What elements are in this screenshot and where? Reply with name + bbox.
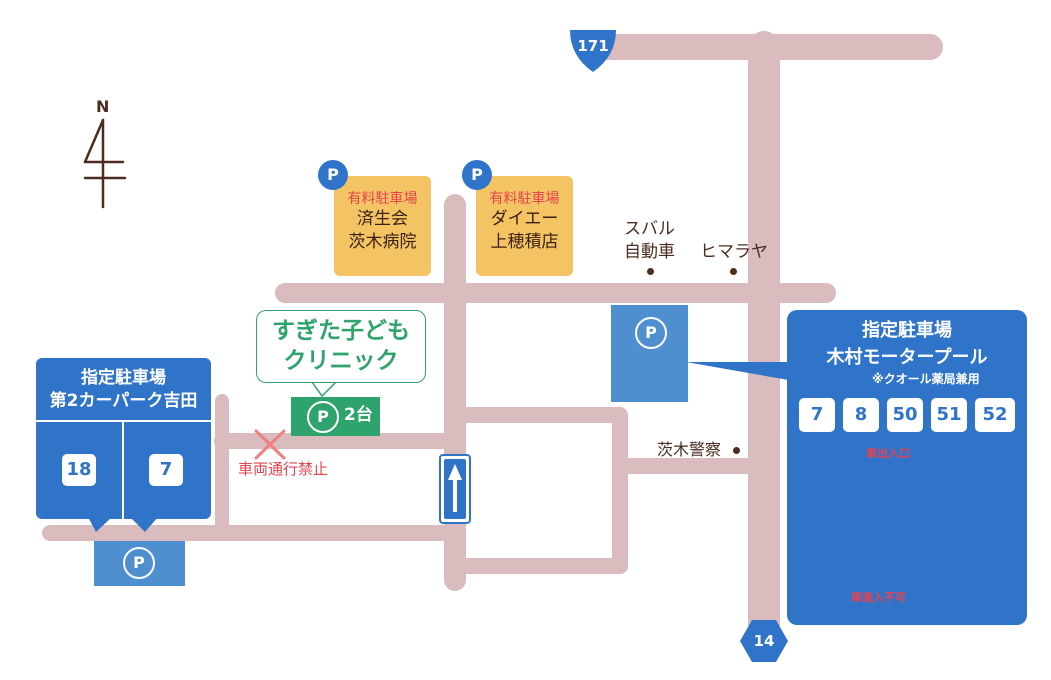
landmark-subaru-dot xyxy=(647,268,654,275)
yoshida-pointer-right xyxy=(130,517,158,532)
kimura-heading-line1: 指定駐車場 xyxy=(862,320,952,341)
parking-pin-saiseikai: P xyxy=(318,160,348,190)
kimura-entrance-label: 車出入口 xyxy=(866,447,910,460)
paid-lot-name-line1: ダイエー xyxy=(490,209,559,229)
kimura-no-entry-label: 車進入不可 xyxy=(851,591,906,604)
paid-parking-label: 有料駐車場 xyxy=(347,191,418,207)
yoshida-pointer-left xyxy=(88,517,112,532)
no-entry-cross xyxy=(254,429,286,460)
landmark-subaru-line1: スバル xyxy=(624,219,675,239)
yoshida-space-divider-mid xyxy=(122,420,124,519)
paid-parking-label: 有料駐車場 xyxy=(489,191,560,207)
yoshida-space-7: 7 xyxy=(149,454,183,486)
kimura-space-50: 50 xyxy=(887,398,923,432)
yoshida-heading-line1: 指定駐車場 xyxy=(81,368,166,388)
designated-lot-kimura: 指定駐車場 木村モータープール ※クオール薬局兼用 7 8 50 51 52 xyxy=(787,310,1027,625)
route-14-shield xyxy=(740,620,788,662)
kimura-space-51: 51 xyxy=(931,398,967,432)
roads xyxy=(42,31,943,656)
clinic-parking-count: 2台 xyxy=(344,405,373,425)
clinic-name-line1: すぎた子ども xyxy=(272,318,410,344)
paid-lot-name-line2: 上穂積店 xyxy=(490,232,559,252)
one-way-sign xyxy=(439,454,471,524)
paid-lot-daiei: 有料駐車場 ダイエー 上穂積店 xyxy=(476,176,573,276)
designated-lot-yoshida: 指定駐車場 第2カーパーク吉田 18 7 xyxy=(36,358,211,519)
yoshida-space-18: 18 xyxy=(62,454,96,486)
route-14-label: 14 xyxy=(753,632,775,650)
landmark-police-dot xyxy=(733,447,740,454)
parking-pin-daiei: P xyxy=(462,160,492,190)
north-label: N xyxy=(96,97,110,116)
landmark-subaru-line2: 自動車 xyxy=(624,242,675,262)
landmark-himaraya: ヒマラヤ xyxy=(700,242,768,262)
parking-pin-clinic: P xyxy=(307,401,339,433)
kimura-space-7: 7 xyxy=(799,398,835,432)
kimura-note: ※クオール薬局兼用 xyxy=(872,372,980,386)
parking-pin-kimura: P xyxy=(635,317,667,349)
clinic-name-line2: クリニック xyxy=(283,348,399,374)
clinic-bubble: すぎた子ども クリニック xyxy=(256,310,426,383)
clinic-bubble-tail xyxy=(310,381,338,398)
north-arrow xyxy=(83,118,127,209)
landmark-police: 茨木警察 xyxy=(657,440,722,459)
yoshida-heading-line2: 第2カーパーク吉田 xyxy=(49,391,198,411)
paid-lot-name-line1: 済生会 xyxy=(357,209,408,229)
route-171-shield xyxy=(570,30,616,72)
parking-pin-yoshida: P xyxy=(123,547,155,579)
kimura-heading-line2: 木村モータープール xyxy=(826,347,988,368)
clinic-parking: P 2台 xyxy=(291,397,380,436)
route-171-label: 171 xyxy=(577,37,609,55)
road-loop xyxy=(447,407,628,574)
kimura-space-8: 8 xyxy=(843,398,879,432)
no-entry-label: 車両通行禁止 xyxy=(238,460,329,478)
kimura-space-52: 52 xyxy=(975,398,1015,432)
landmark-himaraya-dot xyxy=(730,268,737,275)
paid-lot-name-line2: 茨木病院 xyxy=(348,232,417,252)
paid-lot-saiseikai: 有料駐車場 済生会 茨木病院 xyxy=(334,176,431,276)
kimura-callout-pointer xyxy=(686,362,800,382)
